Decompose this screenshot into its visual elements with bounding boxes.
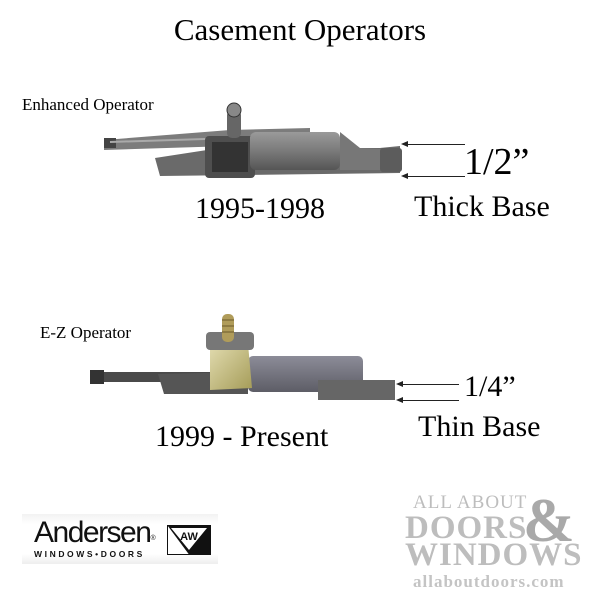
ez-years: 1999 - Present bbox=[155, 420, 329, 453]
enhanced-operator-image bbox=[104, 102, 402, 178]
thin-measurement: 1/4” bbox=[464, 370, 516, 403]
enhanced-operator-label: Enhanced Operator bbox=[22, 95, 154, 114]
logo-line-windows: WINDOWS bbox=[405, 537, 583, 573]
andersen-wordmark: Andersen® bbox=[34, 516, 156, 549]
ez-operator-image bbox=[90, 314, 395, 400]
logo-url: allaboutdoors.com bbox=[413, 572, 565, 591]
andersen-tagline: WINDOWS•DOORS bbox=[34, 549, 145, 559]
arrow-bottom-thin bbox=[396, 397, 459, 403]
svg-text:AW: AW bbox=[180, 531, 198, 543]
ez-operator-label: E-Z Operator bbox=[40, 323, 132, 342]
thin-base-label: Thin Base bbox=[418, 410, 541, 443]
enhanced-years: 1995-1998 bbox=[195, 192, 325, 225]
arrow-bottom-thick bbox=[401, 173, 465, 179]
arrow-top-thin bbox=[396, 381, 459, 387]
thick-measurement: 1/2” bbox=[464, 141, 530, 183]
ampersand: & bbox=[523, 487, 575, 555]
logo-line-all-about: ALL ABOUT bbox=[413, 492, 528, 513]
arrow-top-thick bbox=[401, 141, 465, 147]
thick-base-label: Thick Base bbox=[414, 190, 550, 223]
logo-line-doors: DOORS bbox=[405, 510, 528, 546]
andersen-logo: Andersen® WINDOWS•DOORS AW bbox=[22, 514, 218, 564]
andersen-aw-emblem-icon: AW bbox=[167, 525, 211, 555]
page-title: Casement Operators bbox=[173, 12, 427, 47]
